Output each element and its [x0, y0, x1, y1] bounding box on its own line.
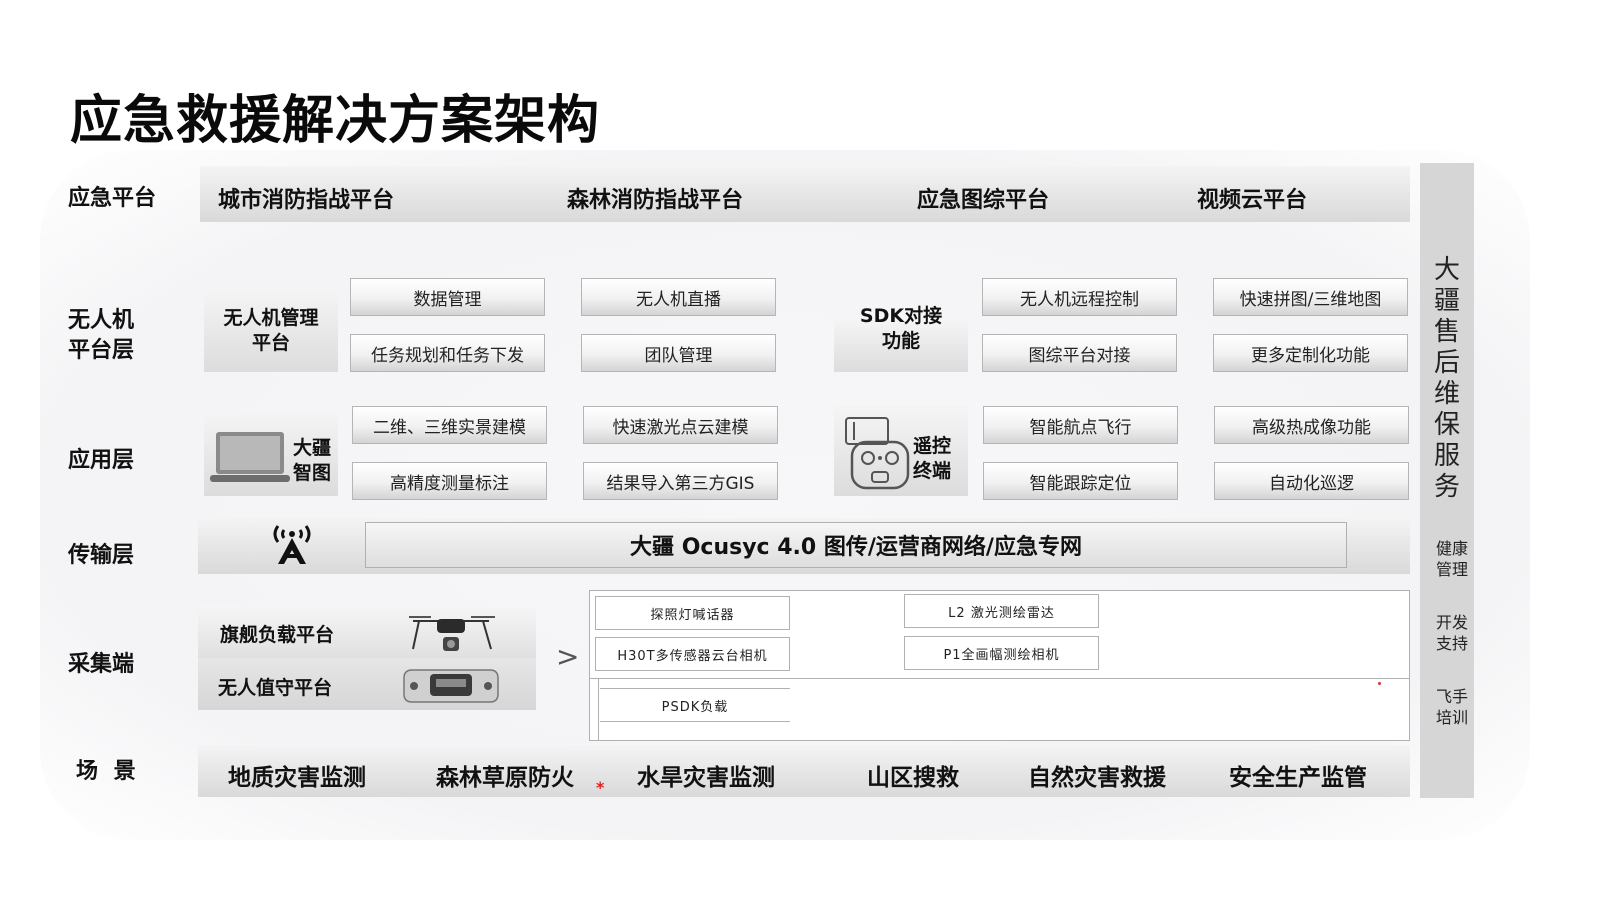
feature-thermal-imaging: 高级热成像功能 — [1214, 406, 1409, 444]
payload-psdk: PSDK负载 — [600, 688, 790, 722]
scene-disaster-relief: 自然灾害救援 — [1028, 765, 1166, 791]
feature-auto-patrol: 自动化巡逻 — [1214, 462, 1409, 500]
red-dot — [1378, 682, 1381, 685]
feature-3d-modeling: 二维、三维实景建模 — [352, 406, 547, 444]
layer-label-transmission: 传输层 — [68, 543, 135, 568]
platform-city-fire: 城市消防指战平台 — [218, 188, 395, 213]
after-sales-char: 服 — [1433, 441, 1460, 471]
mgmt-platform-tile — [204, 289, 338, 372]
dock-platform-label: 无人值守平台 — [218, 677, 333, 699]
scene-band — [198, 745, 1410, 797]
asterisk-marker: * — [596, 778, 605, 797]
feature-map-platform-docking: 图综平台对接 — [982, 334, 1177, 372]
layer-label-drone-platform: 无人机 平台层 — [68, 308, 135, 363]
scene-mountain-rescue: 山区搜救 — [867, 765, 959, 791]
feature-precision-measure: 高精度测量标注 — [352, 462, 547, 500]
payload-bracket — [598, 678, 599, 741]
feature-waypoint-flight: 智能航点飞行 — [983, 406, 1178, 444]
mgmt-platform-title: 无人机管理 平台 — [223, 307, 319, 354]
remote-controller-icon — [845, 417, 910, 490]
dock-icon — [403, 669, 499, 703]
side-dev-support: 开发 支持 — [1435, 613, 1468, 653]
layer-label-application: 应用层 — [68, 448, 135, 473]
sdk-tile — [834, 320, 968, 372]
feature-lidar-modeling: 快速激光点云建模 — [583, 406, 778, 444]
payload-divider — [589, 678, 1410, 679]
laptop-icon — [210, 432, 290, 482]
scene-geological: 地质灾害监测 — [228, 765, 366, 791]
layer-label-emergency: 应急平台 — [68, 186, 157, 211]
after-sales-char: 保 — [1433, 410, 1460, 440]
after-sales-char: 务 — [1433, 472, 1460, 502]
after-sales-column — [1420, 163, 1474, 798]
payload-h30t-camera: H30T多传感器云台相机 — [595, 637, 790, 671]
payload-p1-camera: P1全画幅测绘相机 — [904, 636, 1099, 670]
layer-label-scene: 场 景 — [76, 759, 140, 784]
terra-title: 大疆 智图 — [292, 437, 331, 484]
feature-export-gis: 结果导入第三方GIS — [583, 462, 778, 500]
feature-smart-tracking: 智能跟踪定位 — [983, 462, 1178, 500]
page-title: 应急救援解决方案架构 — [70, 91, 601, 151]
scene-safety-supervision: 安全生产监管 — [1229, 765, 1367, 791]
rc-title: 遥控 终端 — [912, 435, 951, 482]
payload-searchlight-speaker: 探照灯喊话器 — [595, 596, 790, 630]
network-box: 大疆 Ocusyc 4.0 图传/运营商网络/应急专网 — [365, 522, 1347, 568]
network-label: 大疆 Ocusyc 4.0 图传/运营商网络/应急专网 — [630, 535, 1082, 560]
arrow-indicator: > — [556, 640, 580, 673]
side-health-management: 健康 管理 — [1435, 539, 1468, 579]
after-sales-char: 疆 — [1433, 286, 1460, 316]
flagship-platform-label: 旗舰负载平台 — [220, 624, 335, 646]
drone-icon — [409, 616, 495, 651]
scene-flood-drought: 水旱灾害监测 — [637, 765, 775, 791]
rc-tile — [834, 406, 968, 496]
feature-team-management: 团队管理 — [581, 334, 776, 372]
feature-task-planning: 任务规划和任务下发 — [350, 334, 545, 372]
after-sales-title: 大 疆 售 后 维 保 服 务 — [1420, 255, 1474, 503]
after-sales-char: 后 — [1433, 348, 1460, 378]
feature-drone-live: 无人机直播 — [581, 278, 776, 316]
platform-emergency-map: 应急图综平台 — [917, 188, 1050, 213]
after-sales-char: 大 — [1433, 255, 1460, 285]
signal-tower-icon — [273, 525, 311, 564]
emergency-platform-band — [200, 166, 1410, 222]
sdk-title: SDK对接 功能 — [859, 305, 943, 352]
after-sales-char: 维 — [1433, 379, 1460, 409]
feature-data-management: 数据管理 — [350, 278, 545, 316]
after-sales-char: 售 — [1433, 317, 1460, 347]
layer-label-collection: 采集端 — [68, 652, 135, 677]
feature-remote-control: 无人机远程控制 — [982, 278, 1177, 316]
feature-more-custom: 更多定制化功能 — [1213, 334, 1408, 372]
feature-quick-mapping: 快速拼图/三维地图 — [1213, 278, 1408, 316]
platform-forest-fire: 森林消防指战平台 — [567, 188, 744, 213]
scene-forest-fire: 森林草原防火 — [436, 765, 574, 791]
side-pilot-training: 飞手 培训 — [1435, 687, 1468, 727]
payload-l2-lidar: L2 激光测绘雷达 — [904, 594, 1099, 628]
platform-video-cloud: 视频云平台 — [1197, 188, 1308, 213]
flagship-platform-tile — [198, 605, 536, 658]
